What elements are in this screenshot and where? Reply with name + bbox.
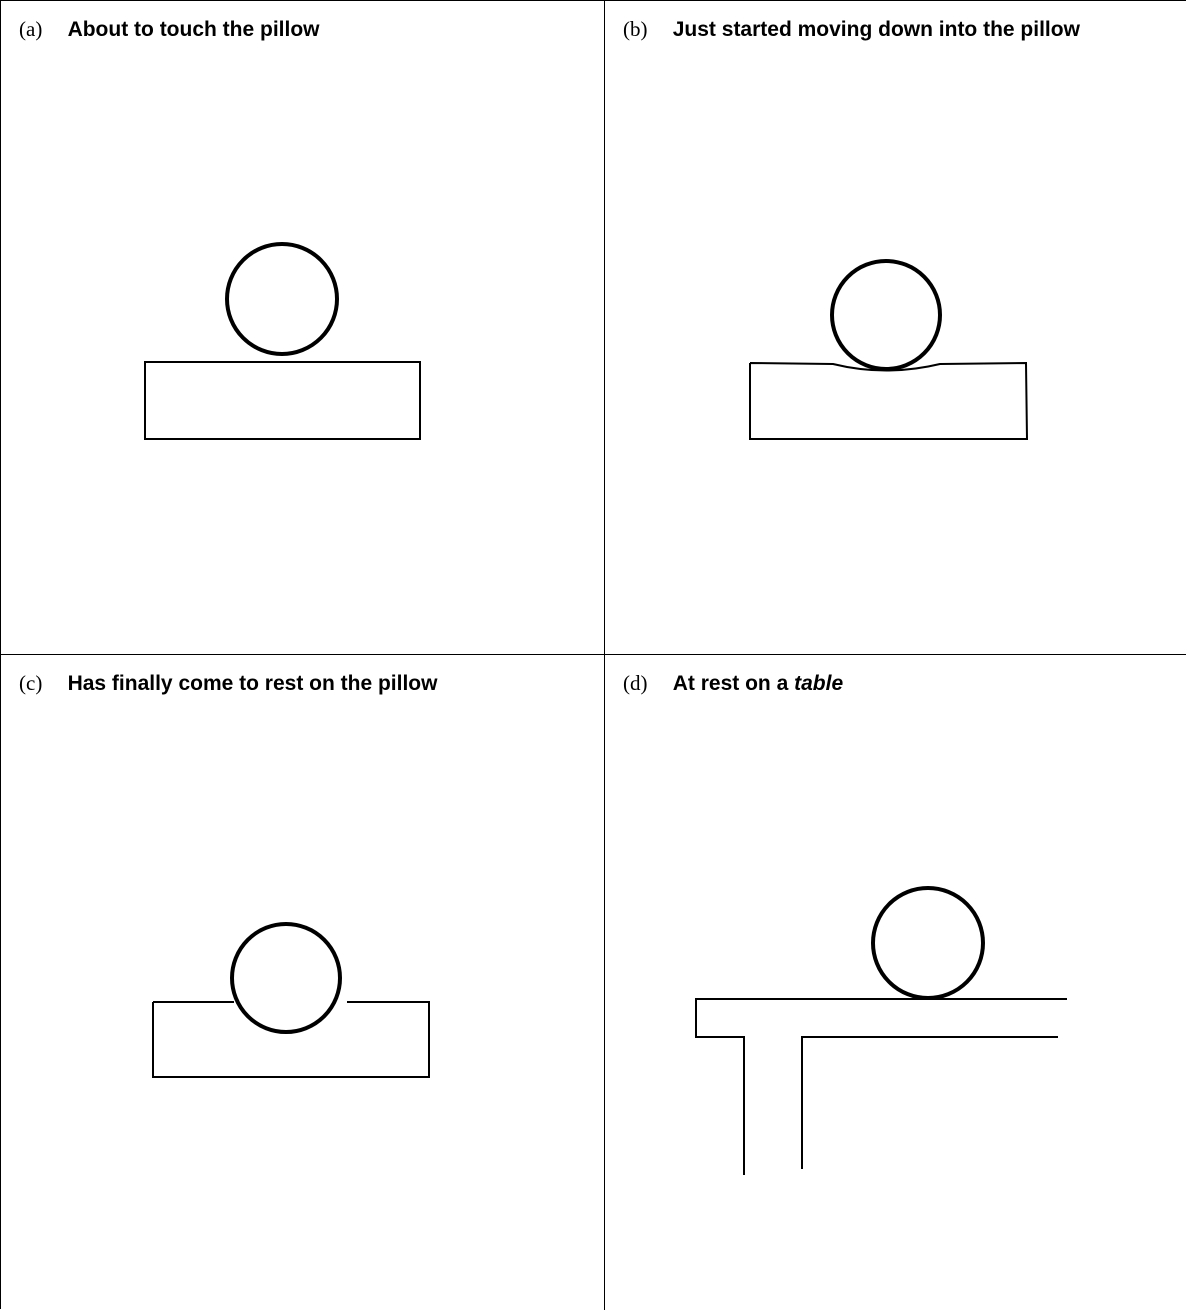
panel-a-drawing	[1, 1, 605, 655]
ball	[832, 261, 940, 369]
pillow	[153, 1002, 429, 1077]
ball	[227, 244, 337, 354]
panel-b-drawing	[605, 1, 1186, 655]
ball	[232, 924, 340, 1032]
panel-c: (c) Has finally come to rest on the pill…	[1, 655, 605, 1310]
panel-d: (d) At rest on a table	[605, 655, 1186, 1310]
panel-c-drawing	[1, 655, 605, 1310]
pillow	[145, 362, 420, 439]
table-top-and-left-leg	[696, 999, 1067, 1175]
panel-a: (a) About to touch the pillow	[1, 1, 605, 655]
panel-d-drawing	[605, 655, 1186, 1310]
ball	[873, 888, 983, 998]
table-right-leg	[802, 1037, 1058, 1169]
panel-b: (b) Just started moving down into the pi…	[605, 1, 1186, 655]
pillow	[750, 363, 1027, 439]
